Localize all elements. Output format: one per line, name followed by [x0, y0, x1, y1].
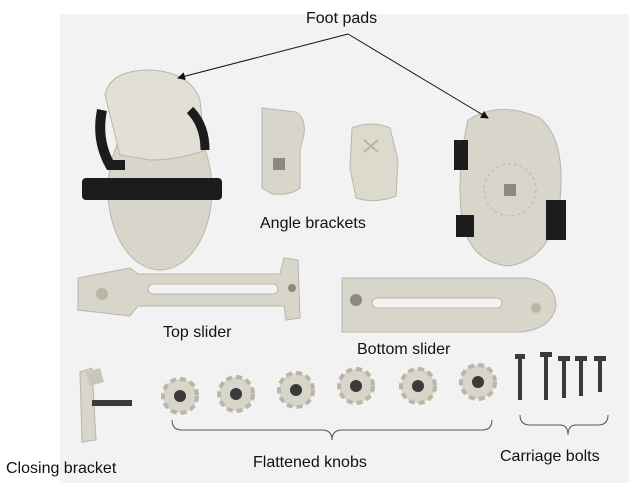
bolt-5 [594, 356, 606, 392]
top-slider-part [77, 257, 301, 321]
bolt-1 [515, 354, 525, 400]
angle-bracket-1 [261, 107, 305, 195]
label-foot-pads: Foot pads [306, 10, 378, 27]
bolt-2 [540, 352, 552, 400]
foot-pads-arrow-left [177, 33, 349, 81]
label-top-slider: Top slider [163, 324, 232, 341]
knob-2 [217, 375, 255, 413]
bottom-slider-part [341, 277, 557, 333]
flattened-knobs [161, 363, 497, 415]
bolt-3 [558, 356, 570, 398]
label-angle-brackets: Angle brackets [260, 215, 366, 232]
label-bottom-slider: Bottom slider [357, 341, 451, 358]
foot-pads-arrow-right [347, 33, 489, 119]
knob-4 [337, 367, 375, 405]
label-flattened-knobs: Flattened knobs [253, 454, 367, 471]
knob-3 [277, 371, 315, 409]
foot-pad-right [454, 109, 566, 267]
flattened-knobs-brace [171, 419, 493, 441]
label-carriage-bolts: Carriage bolts [500, 448, 600, 465]
closing-bracket-part [79, 367, 132, 443]
knob-1 [161, 377, 199, 415]
carriage-bolts [515, 352, 606, 400]
label-closing-bracket: Closing bracket [6, 460, 117, 477]
knob-6 [459, 363, 497, 401]
angle-bracket-2 [349, 123, 399, 202]
bolt-4 [575, 356, 587, 396]
carriage-bolts-brace [519, 414, 609, 436]
foot-pad-left [82, 69, 222, 271]
knob-5 [399, 367, 437, 405]
